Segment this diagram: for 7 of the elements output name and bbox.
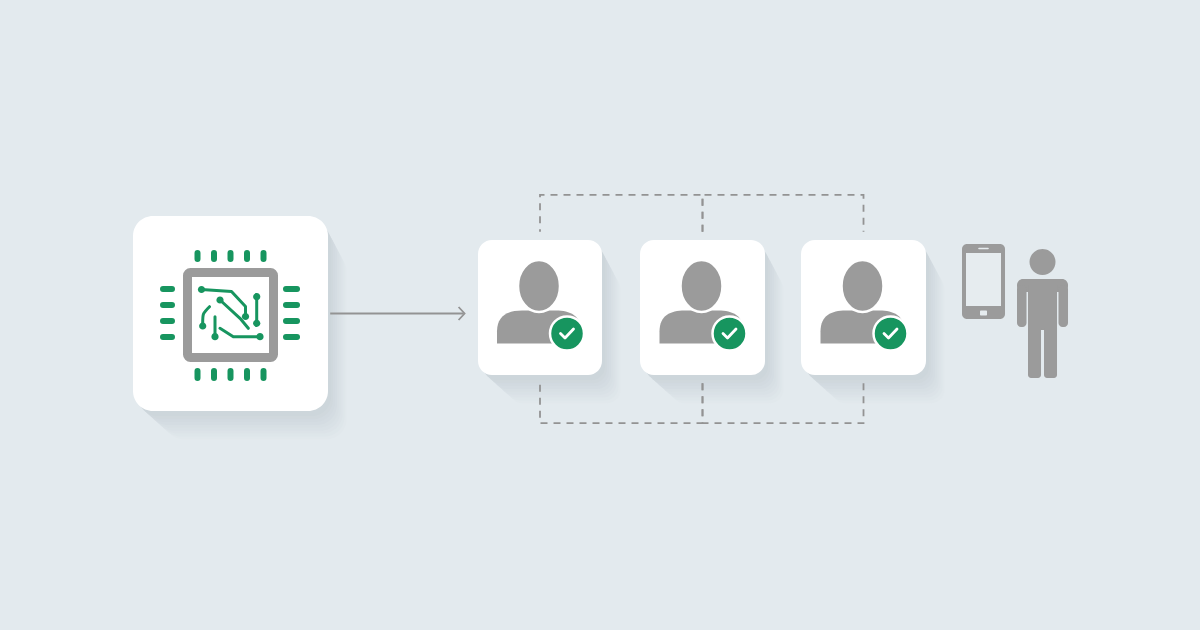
- dashed-connector: [539, 193, 704, 233]
- arrow: [329, 306, 466, 321]
- person-figure: [1017, 249, 1068, 378]
- dashed-connector: [701, 382, 865, 425]
- phone-icon: [962, 244, 1005, 319]
- dashed-connector: [701, 193, 865, 233]
- dashed-connector: [539, 382, 704, 425]
